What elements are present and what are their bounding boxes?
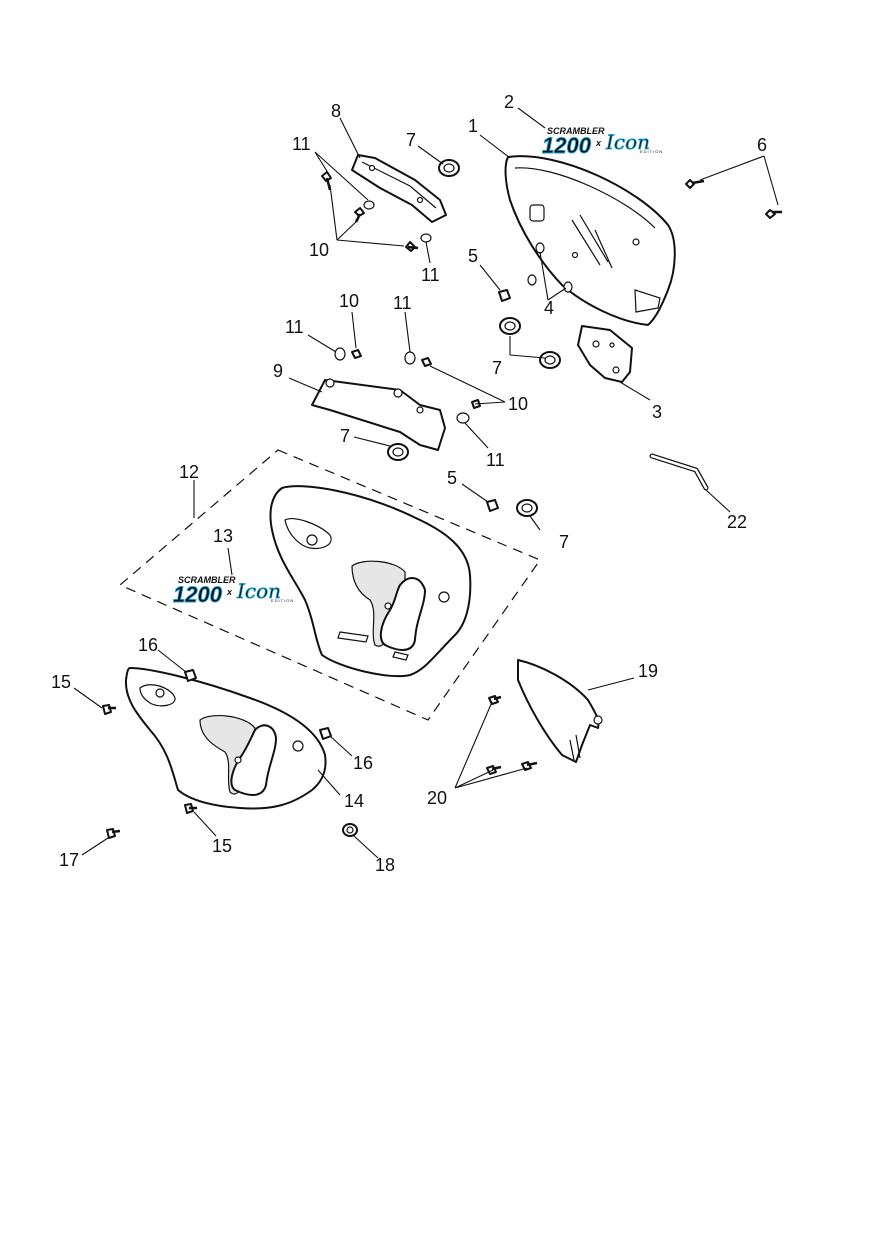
- callout-labels: 1 2 3 4 5 5 6 7 7 7 7 8 9 10 10 10 11 11…: [51, 92, 767, 875]
- grommet-7-top: [438, 159, 460, 177]
- grommet-7-left: [387, 443, 409, 461]
- callout-7-top: 7: [406, 130, 416, 150]
- decal-2-line2: 1200: [542, 133, 592, 158]
- callout-13: 13: [213, 526, 233, 546]
- callout-14: 14: [344, 791, 364, 811]
- part-22-rod: [649, 453, 709, 491]
- part-1-side-panel: [504, 155, 676, 326]
- decal-13-line5: EDITION: [271, 598, 294, 603]
- leader-lines: [73, 107, 779, 859]
- callout-18: 18: [375, 855, 395, 875]
- callout-15-left: 15: [51, 672, 71, 692]
- callout-3: 3: [652, 402, 662, 422]
- part-19-cover: [517, 659, 603, 763]
- callout-4: 4: [544, 298, 554, 318]
- callout-10-mid: 10: [339, 291, 359, 311]
- callout-7-mid: 7: [492, 358, 502, 378]
- decal-2-line3: x: [595, 138, 602, 148]
- callout-11-left: 11: [285, 317, 304, 337]
- callout-17: 17: [59, 850, 79, 870]
- grommet-7-right: [516, 499, 538, 517]
- decal-13-line4: Icon: [236, 579, 281, 603]
- callout-1: 1: [468, 116, 478, 136]
- callout-9: 9: [273, 361, 283, 381]
- decal-part-13: SCRAMBLER 1200 x Icon EDITION: [173, 575, 294, 607]
- callout-12: 12: [179, 462, 199, 482]
- callout-15-lower: 15: [212, 836, 232, 856]
- callout-8: 8: [331, 101, 341, 121]
- decal-part-2: SCRAMBLER 1200 x Icon EDITION: [542, 126, 663, 158]
- grommet-7-mid-a: [499, 317, 521, 335]
- callout-5-upper: 5: [468, 246, 478, 266]
- callout-10-top: 10: [309, 240, 329, 260]
- decal-2-line1: SCRAMBLER: [547, 126, 605, 136]
- part-9-mounting-plate: [311, 378, 446, 451]
- part-14-lower-heat-shield: [124, 667, 327, 810]
- grommet-7-mid-b: [539, 351, 561, 369]
- grommet-18: [342, 823, 358, 837]
- callout-22: 22: [727, 512, 747, 532]
- decal-13-line1: SCRAMBLER: [178, 575, 236, 585]
- callout-5-lower: 5: [447, 468, 457, 488]
- callout-11-top: 11: [292, 134, 311, 154]
- decal-2-line5: EDITION: [640, 149, 663, 154]
- callout-16-lower: 16: [353, 753, 373, 773]
- callout-11-mid: 11: [393, 293, 412, 313]
- grommets: [342, 159, 561, 837]
- callout-20: 20: [427, 788, 447, 808]
- washers: [334, 200, 573, 424]
- part-8-upper-bracket: [351, 154, 447, 223]
- callout-16-upper: 16: [138, 635, 158, 655]
- callout-11-lower: 11: [486, 450, 505, 470]
- decal-13-line2: 1200: [173, 582, 223, 607]
- callout-2: 2: [504, 92, 514, 112]
- callout-19: 19: [638, 661, 658, 681]
- callout-6: 6: [757, 135, 767, 155]
- part-12-heat-shield: [269, 485, 472, 678]
- callout-11-right: 11: [421, 265, 440, 285]
- decal-13-line3: x: [226, 587, 233, 597]
- decal-2-line4: Icon: [605, 130, 650, 154]
- assembly-boundary-12: [118, 449, 541, 721]
- callout-7-left: 7: [340, 426, 350, 446]
- callout-10-right: 10: [508, 394, 528, 414]
- part-3-bracket-plate: [577, 325, 633, 383]
- callout-7-right: 7: [559, 532, 569, 552]
- fasteners: [102, 171, 782, 839]
